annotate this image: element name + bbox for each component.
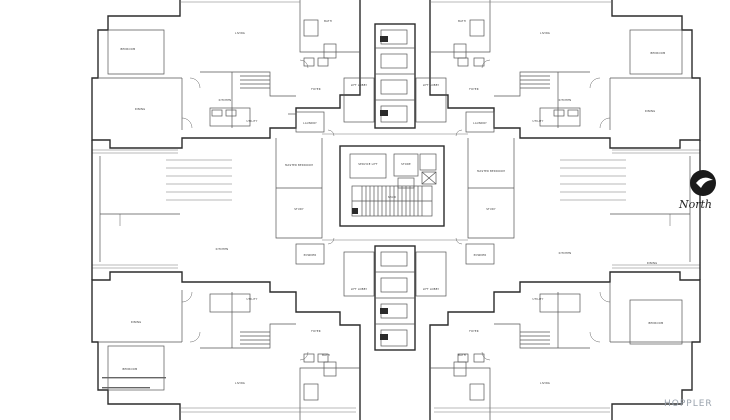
- label-tr-bedroom: BEDROOM: [651, 51, 666, 55]
- label-br-bath: BATH: [458, 353, 466, 357]
- label-lift-lobby-bl: LIFT LOBBY: [351, 287, 368, 291]
- unit-bottom-left: DINING BEDROOM LIVING KITCHEN UTILITY BA…: [91, 247, 361, 420]
- label-tl-utility: UTILITY: [246, 119, 257, 123]
- label-tr-utility: UTILITY: [532, 119, 543, 123]
- label-br-dining: DINING: [647, 261, 658, 265]
- label-core-study-l: STUDY: [294, 207, 304, 211]
- label-tr-living: LIVING: [540, 31, 550, 35]
- label-core-study-r: STUDY: [486, 207, 496, 211]
- label-tr-bath: BATH: [458, 19, 466, 23]
- label-core-laundry-tl: LAUNDRY: [303, 121, 317, 125]
- label-core-powder-bl: POWDER: [304, 253, 317, 257]
- label-bl-utility: UTILITY: [246, 297, 257, 301]
- label-tr-dining: DINING: [645, 109, 656, 113]
- label-tl-bedroom: BEDROOM: [121, 47, 136, 51]
- label-core-powder-br: POWDER: [474, 253, 487, 257]
- label-bl-foyer: FOYER: [311, 329, 320, 333]
- balconies: [119, 1, 671, 226]
- label-lift-lobby-tr: LIFT LOBBY: [423, 83, 440, 87]
- label-tr-kitchen: KITCHEN: [559, 98, 572, 102]
- unit-top-right: BEDROOM DINING LIVING KITCHEN UTILITY BA…: [429, 0, 701, 154]
- label-tl-bath: BATH: [324, 19, 332, 23]
- hoppler-watermark: HOPPLER: [664, 399, 713, 409]
- label-bl-dining: DINING: [131, 320, 142, 324]
- unit-bottom-right: DINING BEDROOM LIVING KITCHEN UTILITY BA…: [429, 251, 701, 420]
- label-core-master-bedroom-l: MASTER BEDROOM: [285, 163, 313, 167]
- label-bl-kitchen: KITCHEN: [216, 247, 229, 251]
- label-tl-dining: DINING: [135, 107, 146, 111]
- label-core-laundry-tr: LAUNDRY: [473, 121, 487, 125]
- label-br-living: LIVING: [540, 381, 550, 385]
- label-tl-kitchen: KITCHEN: [219, 98, 232, 102]
- plan-legend-line-2: [102, 386, 182, 391]
- label-bl-bath: BATH: [322, 353, 330, 357]
- label-core-master-bedroom-r: MASTER BEDROOM: [477, 169, 505, 173]
- label-br-utility: UTILITY: [532, 297, 543, 301]
- label-core-service-lift: SERVICE LIFT: [358, 162, 378, 166]
- label-lift-lobby-br: LIFT LOBBY: [423, 287, 440, 291]
- label-core-stair: STAIR: [388, 195, 396, 199]
- label-tl-living: LIVING: [235, 31, 245, 35]
- label-bl-living: LIVING: [235, 381, 245, 385]
- plan-legend-line-1: [102, 376, 182, 381]
- label-tr-foyer: FOYER: [469, 87, 478, 91]
- central-core: SERVICE LIFT STORE STAIR LIFT LOBBY LIFT…: [275, 23, 515, 351]
- label-bl-bedroom: BEDROOM: [123, 367, 138, 371]
- label-br-bedroom: BEDROOM: [649, 321, 664, 325]
- north-arrow-icon: [686, 166, 720, 200]
- unit-top-left: BEDROOM DINING LIVING KITCHEN UTILITY BA…: [91, 0, 361, 154]
- north-label: North: [679, 198, 713, 211]
- label-tl-foyer: FOYER: [311, 87, 320, 91]
- side-walls: [91, 140, 701, 280]
- label-br-kitchen: KITCHEN: [559, 251, 572, 255]
- label-core-store: STORE: [401, 162, 411, 166]
- label-br-foyer: FOYER: [469, 329, 478, 333]
- label-lift-lobby-tl: LIFT LOBBY: [351, 83, 368, 87]
